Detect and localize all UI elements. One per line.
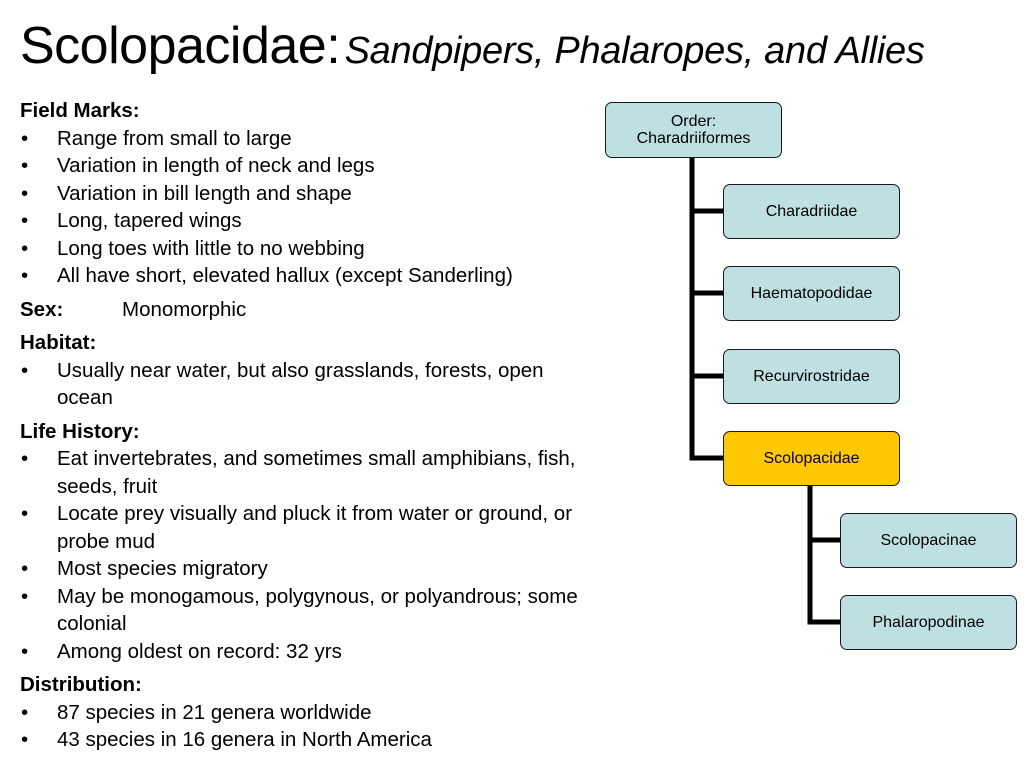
bullet-text: 87 species in 21 genera worldwide	[57, 700, 372, 724]
node-charadriidae-label: Charadriidae	[765, 203, 858, 220]
node-scolopacidae: Scolopacidae	[723, 431, 900, 486]
node-phalaropodinae-label: Phalaropodinae	[872, 614, 985, 631]
field-marks-list: • Range from small to large • Variation in …	[20, 125, 580, 290]
node-haematopodidae-label: Haematopodidae	[750, 285, 873, 302]
sex-value: Monomorphic	[122, 297, 247, 321]
bullet-dot: •	[21, 264, 29, 287]
bullet-item: • 43 species in 16 genera in North Americ…	[20, 726, 580, 754]
bullet-dot: •	[21, 557, 29, 580]
bullet-item: • Long toes with little to no webbing	[20, 235, 580, 263]
bullet-text: Long, tapered wings	[57, 209, 242, 232]
bullet-item: • Usually near water, but also grasslands…	[20, 357, 580, 412]
bullet-dot: •	[21, 584, 29, 608]
bullet-dot: •	[21, 154, 29, 177]
bullet-item: • All have short, elevated hallux (except…	[20, 262, 580, 290]
bullet-text: May be monogamous, polygynous, or polyan…	[57, 584, 578, 636]
bullet-text: Most species migratory	[57, 557, 268, 580]
bullet-item: • 87 species in 21 genera worldwide	[20, 699, 580, 727]
bullet-dot: •	[21, 639, 29, 663]
sex-section: Sex: Monomorphic	[20, 296, 580, 324]
bullet-dot: •	[21, 181, 29, 205]
bullet-item: • Variation in length of neck and legs	[20, 152, 580, 180]
bullet-text: Eat invertebrates, and sometimes small a…	[57, 447, 576, 498]
node-haematopodidae: Haematopodidae	[723, 266, 900, 321]
node-scolopacinae: Scolopacinae	[840, 513, 1017, 568]
bullet-text: Variation in bill length and shape	[57, 181, 352, 205]
habitat-heading: Habitat:	[20, 331, 97, 354]
node-charadriidae: Charadriidae	[723, 184, 900, 239]
field-marks-section: Field Marks: •Range from small to large•…	[20, 97, 580, 290]
node-recurvirostridae-label: Recurvirostridae	[753, 368, 870, 385]
bullet-dot: •	[21, 126, 29, 150]
bullet-text: All have short, elevated hallux (except …	[57, 264, 513, 287]
bullet-text: Locate prey visually and pluck it from w…	[57, 502, 573, 553]
bullet-text: 43 species in 16 genera in North America	[57, 728, 432, 751]
bullet-dot: •	[21, 728, 29, 751]
bullet-text: Among oldest on record: 32 yrs	[57, 639, 342, 663]
bullet-item: • Among oldest on record: 32 yrs	[20, 638, 580, 666]
life-history-section: Life History: • Eat invertebrates, and so…	[20, 418, 580, 666]
habitat-section: Habitat: • Usually near water, but also g…	[20, 329, 580, 412]
bullet-dot: •	[21, 358, 29, 382]
bullet-dot: •	[21, 447, 29, 470]
bullet-item: • Locate prey visually and pluck it from …	[20, 500, 580, 555]
bullet-text: Usually near water, but also grasslands,…	[57, 358, 544, 410]
bullet-dot: •	[21, 236, 29, 260]
bullet-item: • Long, tapered wings	[20, 207, 580, 235]
node-recurvirostridae: Recurvirostridae	[723, 349, 900, 404]
bullet-text: Long toes with little to no webbing	[57, 236, 365, 260]
distribution-list: • 87 species in 21 genera worldwide • 43 sp…	[20, 699, 580, 754]
node-scolopacidae-label: Scolopacidae	[763, 450, 860, 467]
bullet-text: Variation in length of neck and legs	[57, 154, 375, 177]
title-family: Scolopacidae:	[20, 17, 341, 75]
distribution-heading: Distribution:	[20, 673, 142, 696]
bullet-dot: •	[21, 209, 29, 232]
bullet-item: • Most species migratory	[20, 555, 580, 583]
life-history-heading: Life History:	[20, 419, 140, 443]
field-marks-heading: Field Marks:	[20, 99, 140, 122]
bullet-item: • Variation in bill length and shape	[20, 180, 580, 208]
bullet-item: • Eat invertebrates, and sometimes small …	[20, 445, 580, 500]
life-history-list: • Eat invertebrates, and sometimes small …	[20, 445, 580, 665]
species-facts: Field Marks: •Range from small to large•…	[20, 97, 580, 760]
distribution-section: Distribution: • 87 species in 21 genera w…	[20, 671, 580, 754]
node-order-label: Order: Charadriiformes	[636, 113, 751, 147]
bullet-item: • May be monogamous, polygynous, or polya…	[20, 583, 580, 638]
bullet-text: Range from small to large	[57, 126, 292, 150]
title-common-names: Sandpipers, Phalaropes, and Allies	[344, 30, 925, 72]
bullet-dot: •	[21, 502, 29, 525]
node-phalaropodinae: Phalaropodinae	[840, 595, 1017, 650]
slide-title: Scolopacidae: Sandpipers, Phalaropes, an…	[20, 20, 925, 72]
bullet-item: • Range from small to large	[20, 125, 580, 153]
bullet-dot: •	[21, 700, 29, 724]
node-order: Order: Charadriiformes	[605, 102, 782, 158]
node-scolopacinae-label: Scolopacinae	[880, 532, 977, 549]
habitat-list: • Usually near water, but also grasslands…	[20, 357, 580, 412]
sex-label: Sex:	[20, 297, 64, 321]
